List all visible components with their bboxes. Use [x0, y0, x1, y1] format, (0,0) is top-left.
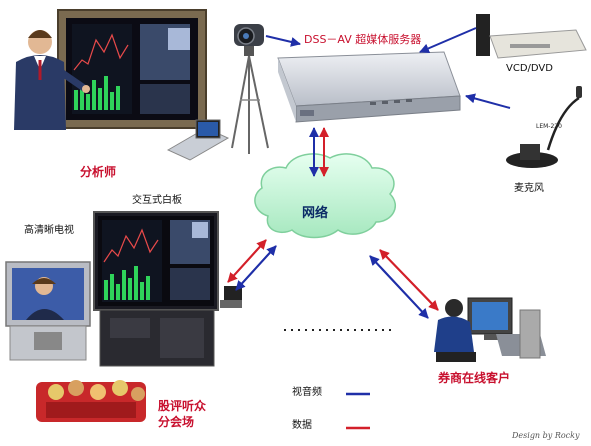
legend-data-label: 数据	[292, 420, 312, 431]
microphone-icon	[506, 86, 582, 168]
arrow-network-client-av-back	[369, 255, 429, 319]
network-label: 网络	[302, 206, 329, 221]
dvd-player-icon	[476, 14, 587, 59]
audience-label-line1: 股评听众	[158, 399, 207, 413]
legend-av-label: 视音频	[292, 387, 322, 398]
cloud-icon	[254, 153, 396, 239]
arrow-network-station-av-back	[235, 245, 277, 291]
presenter-icon	[14, 9, 230, 161]
whiteboard-icon	[93, 211, 242, 367]
camera-icon	[231, 24, 269, 154]
computer-user-icon	[434, 297, 546, 362]
hdtv-label: 高清晰电视	[24, 225, 74, 236]
signature: Design by Rocky	[512, 431, 580, 440]
whiteboard-label: 交互式白板	[132, 195, 182, 206]
mic-model-label: LEM-220	[536, 123, 562, 130]
audience-icon	[36, 380, 146, 422]
arrow-dvd-to-server	[419, 27, 477, 54]
tv-icon	[5, 261, 91, 361]
arrow-network-client-data-back	[379, 249, 439, 311]
arrow-camera-to-server	[265, 35, 301, 47]
client-label: 券商在线客户	[438, 371, 511, 385]
server-icon	[277, 51, 461, 123]
arrow-mic-to-server	[465, 93, 511, 109]
dvd-label: VCD/DVD	[506, 63, 553, 74]
server-title-label: DSS－AV 超媒体服务器	[304, 33, 422, 46]
mic-label: 麦克风	[514, 183, 544, 194]
arrow-network-station-data-back	[227, 239, 267, 283]
audience-label-line2: 分会场	[158, 415, 195, 429]
analyst-label: 分析师	[80, 165, 117, 179]
